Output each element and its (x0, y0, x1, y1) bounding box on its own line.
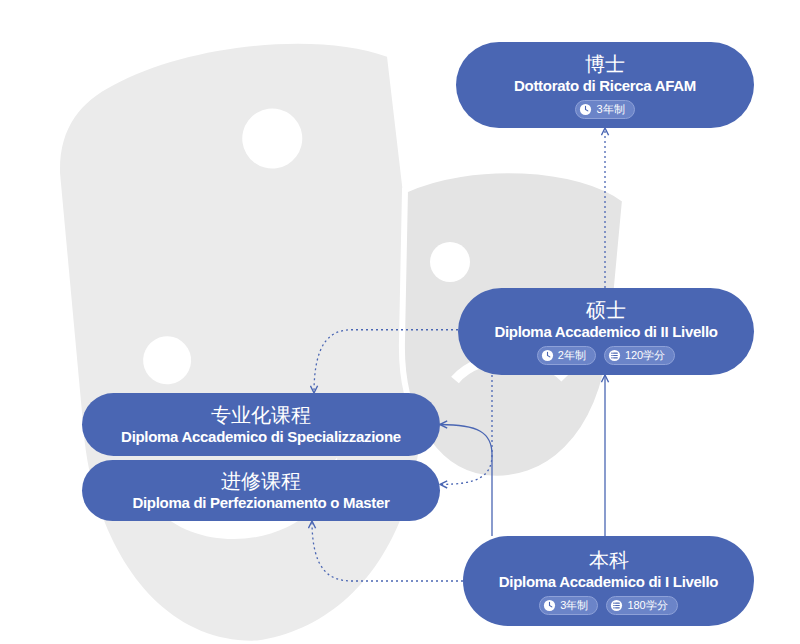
level-subtitle: Diploma Accademico di II Livello (472, 322, 740, 341)
progression-arrow (604, 375, 605, 536)
level-subtitle: Diploma di Perfezionamento o Master (96, 493, 426, 512)
info-badge: 180学分 (606, 596, 677, 615)
mask-eye (238, 105, 306, 173)
list-icon (608, 349, 621, 362)
level-title: 博士 (470, 52, 740, 76)
level-subtitle: Diploma Accademico di Specializzazione (96, 427, 426, 446)
info-badge: 2年制 (537, 346, 596, 365)
icon-stroke (550, 602, 552, 607)
level-title: 专业化课程 (96, 403, 426, 427)
level-pill: 进修课程Diploma di Perfezionamento o Master (82, 460, 440, 521)
level-pill: 本科Diploma Accademico di I Livello 3年制 180学… (463, 536, 754, 626)
progression-arrow (440, 425, 492, 537)
badge-label: 120学分 (625, 349, 665, 362)
level-subtitle: Diploma Accademico di I Livello (477, 572, 740, 591)
icon-disc (611, 599, 622, 610)
icon-stroke (547, 352, 549, 357)
badge-label: 2年制 (558, 349, 586, 362)
info-badge: 3年制 (575, 100, 634, 119)
progression-arrow (440, 375, 492, 484)
progression-arrow (604, 128, 605, 288)
icon-disc (542, 350, 553, 361)
badge-label: 3年制 (596, 103, 624, 116)
level-pill: 硕士Diploma Accademico di II Livello 2年制 120… (458, 288, 754, 375)
level-subtitle: Dottorato di Ricerca AFAM (470, 76, 740, 95)
info-badge: 3年制 (539, 596, 598, 615)
clock-icon (541, 349, 554, 362)
level-title: 进修课程 (96, 469, 426, 493)
mask-eye (430, 242, 470, 282)
icon-disc (609, 350, 620, 361)
badge-label: 180学分 (627, 599, 667, 612)
level-title: 硕士 (472, 298, 740, 322)
clock-icon (543, 599, 556, 612)
level-pill: 专业化课程Diploma Accademico di Specializzazi… (82, 393, 440, 456)
progression-arrow (314, 330, 458, 393)
icon-stroke (614, 603, 620, 608)
clock-icon (579, 103, 592, 116)
icon-disc (580, 103, 591, 114)
badge-label: 3年制 (560, 599, 588, 612)
info-badge: 120学分 (604, 346, 675, 365)
icon-disc (544, 599, 555, 610)
progression-arrow (312, 521, 463, 581)
level-title: 本科 (477, 548, 740, 572)
icon-stroke (612, 353, 618, 358)
list-icon (610, 599, 623, 612)
icon-stroke (586, 106, 588, 111)
level-pill: 博士Dottorato di Ricerca AFAM 3年制 (456, 42, 754, 128)
mask-eye (140, 333, 194, 387)
